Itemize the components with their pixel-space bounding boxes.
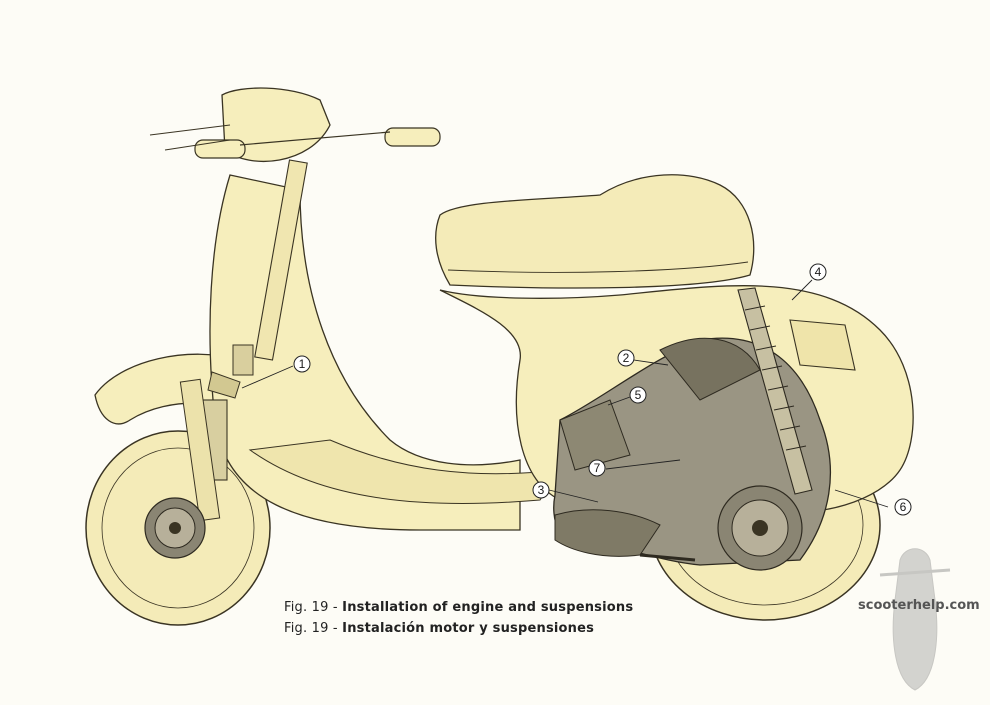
callout-6-label: 6 bbox=[900, 500, 907, 514]
callout-6: 6 bbox=[894, 498, 912, 516]
front-brake-hub bbox=[144, 497, 206, 559]
callout-2-label: 2 bbox=[623, 351, 630, 365]
watermark-text: scooterhelp.com bbox=[858, 598, 980, 613]
caption-english-fig: Fig. 19 - bbox=[284, 600, 343, 615]
seat bbox=[435, 174, 755, 289]
handlebar bbox=[149, 87, 441, 162]
callout-1: 1 bbox=[293, 355, 311, 373]
callout-2: 2 bbox=[617, 349, 635, 367]
callout-4-label: 4 bbox=[815, 265, 822, 279]
callout-3-label: 3 bbox=[538, 483, 545, 497]
callout-1-label: 1 bbox=[299, 357, 306, 371]
callout-4: 4 bbox=[809, 263, 827, 281]
caption-spanish-text: Instalación motor y suspensiones bbox=[342, 621, 595, 636]
callout-7-label: 7 bbox=[594, 461, 601, 475]
callout-5: 5 bbox=[629, 386, 647, 404]
caption-english: Fig. 19 - Installation of engine and sus… bbox=[284, 600, 633, 615]
rear-hub bbox=[717, 485, 803, 571]
front-suspension bbox=[179, 371, 241, 522]
steering-column bbox=[232, 159, 308, 376]
watermark-logo bbox=[879, 548, 951, 691]
caption-spanish-fig: Fig. 19 - bbox=[284, 621, 343, 636]
callout-7: 7 bbox=[588, 459, 606, 477]
caption-english-text: Installation of engine and suspensions bbox=[342, 600, 634, 615]
caption-spanish: Fig. 19 - Instalación motor y suspension… bbox=[284, 621, 594, 636]
callout-3: 3 bbox=[532, 481, 550, 499]
rear-shock-absorber bbox=[737, 287, 813, 495]
callout-5-label: 5 bbox=[635, 388, 642, 402]
tail-light bbox=[789, 319, 856, 371]
floorboard bbox=[248, 439, 562, 504]
